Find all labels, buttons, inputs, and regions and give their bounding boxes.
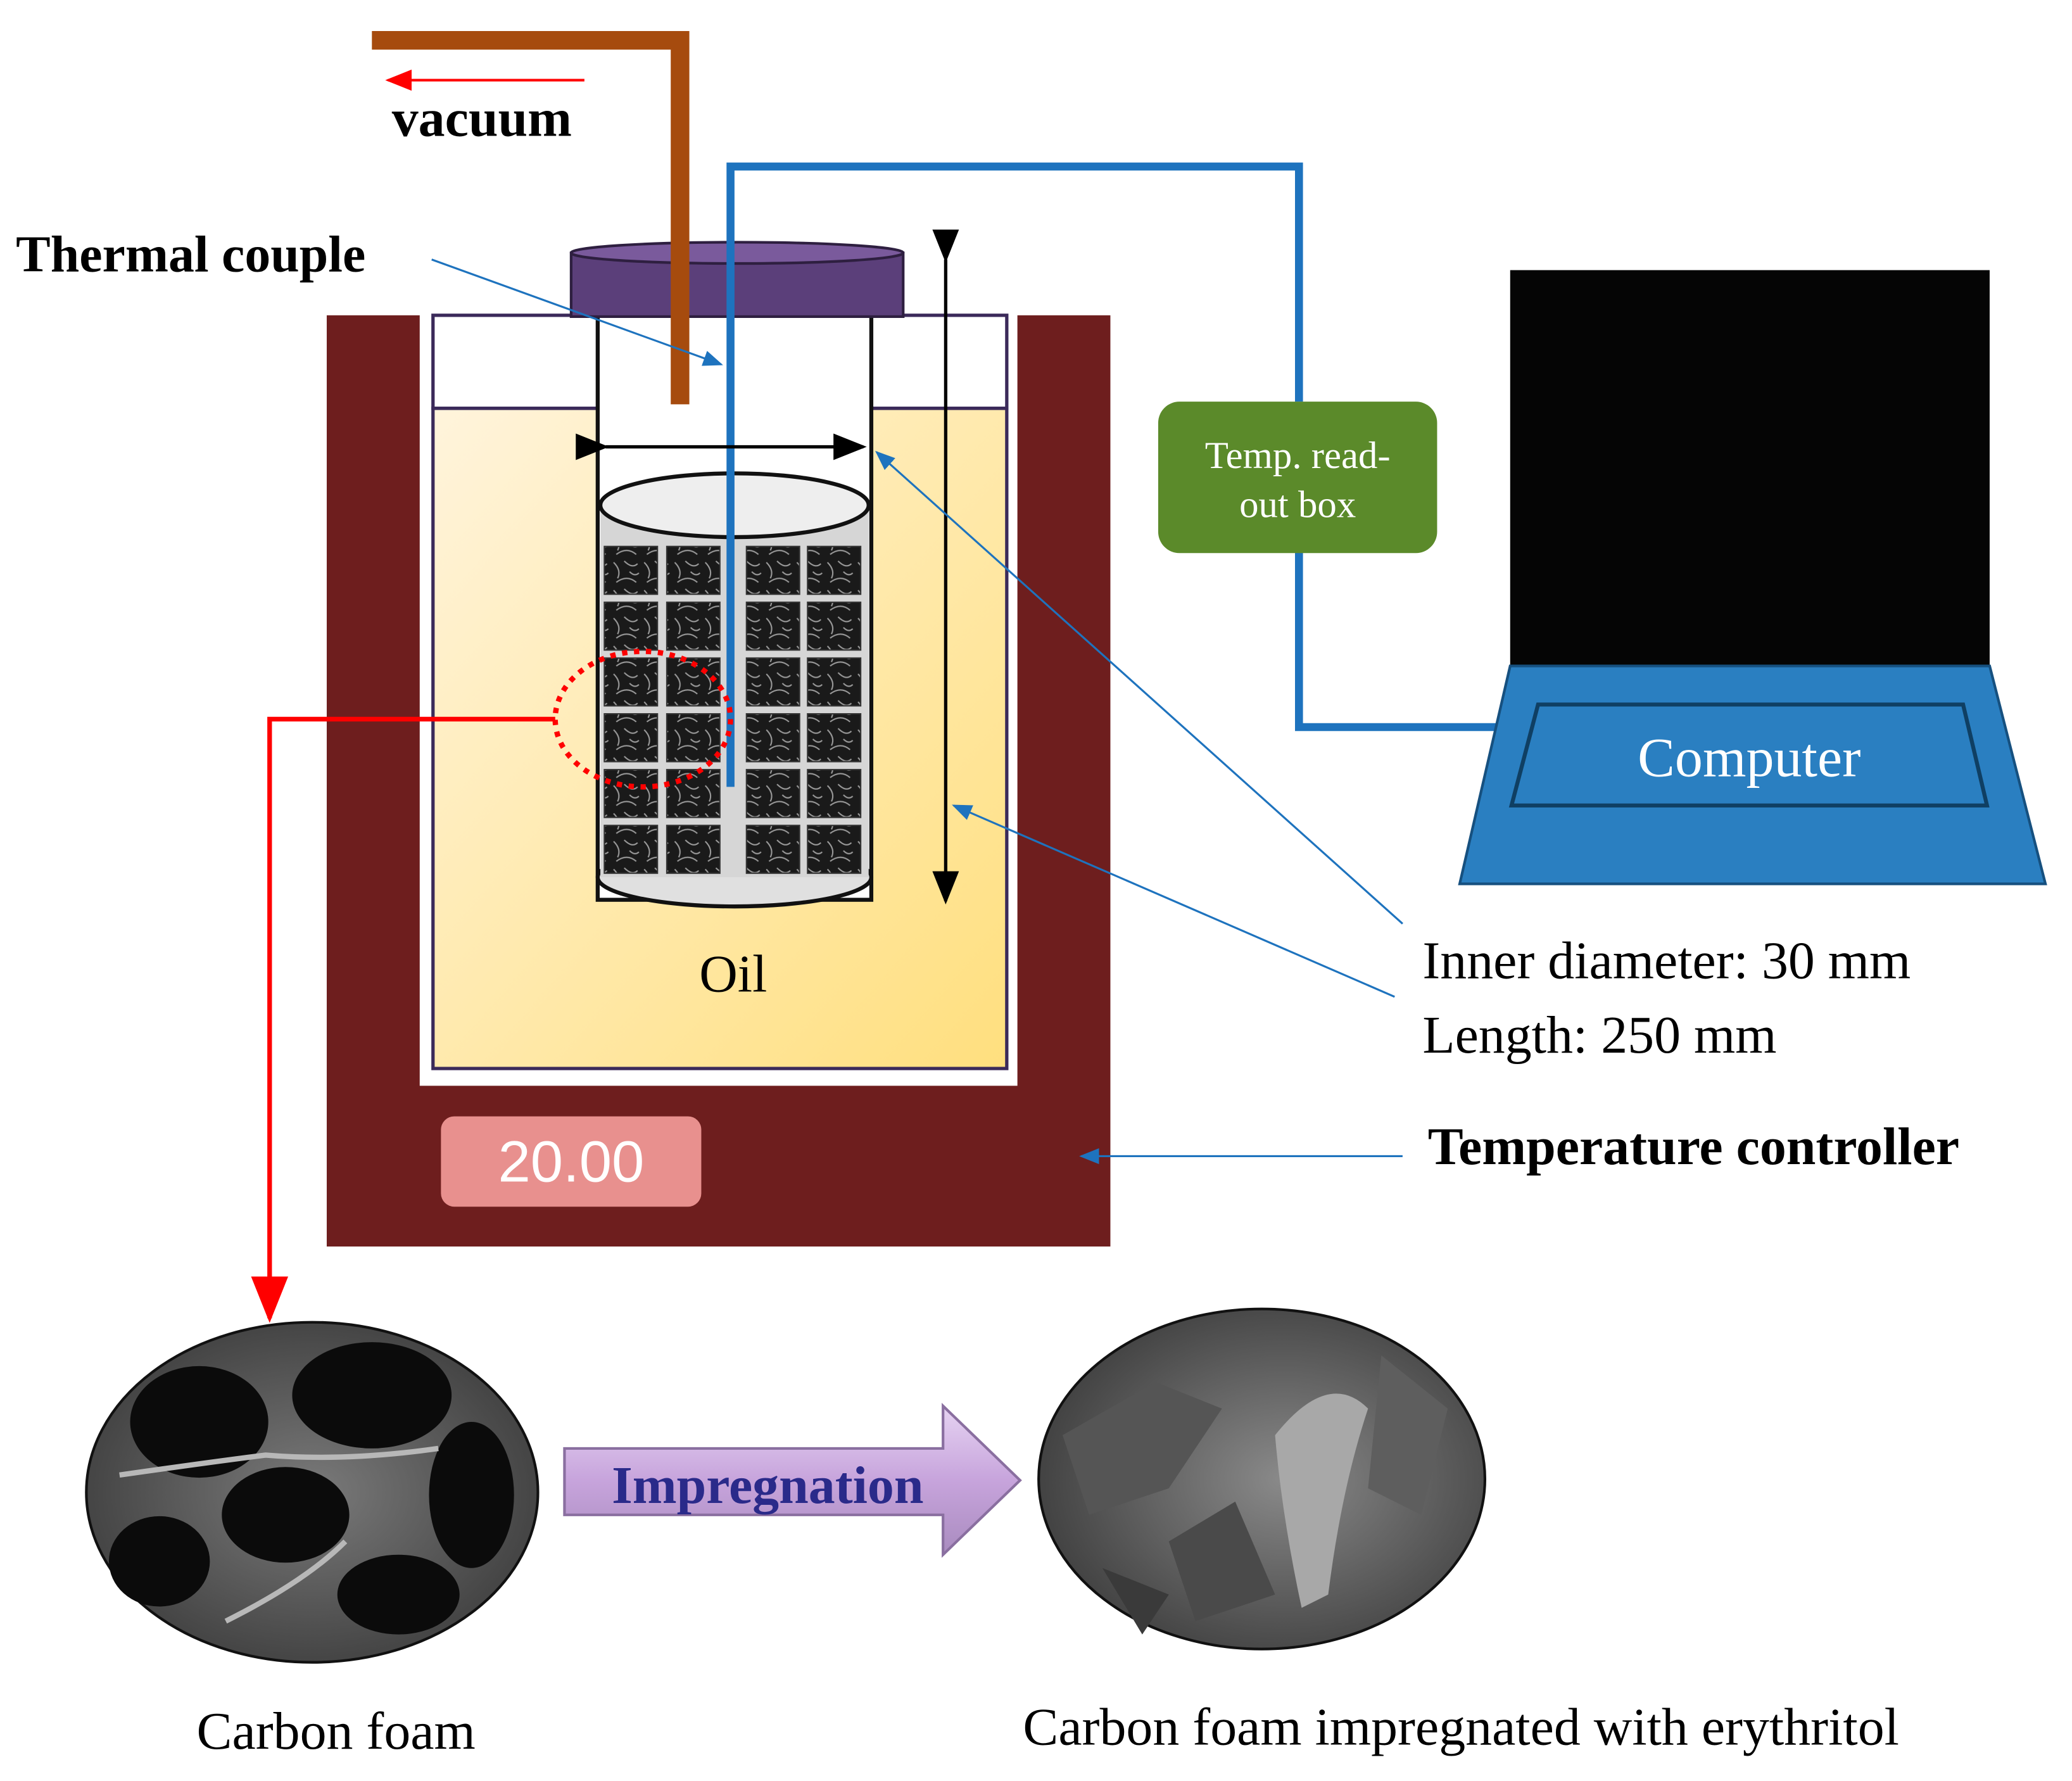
computer-label: Computer	[1638, 728, 1860, 789]
computer-keyboard	[1508, 702, 1990, 808]
computer-screen	[1510, 270, 1990, 666]
zoom-region-circle	[552, 649, 733, 790]
temperature-display-value: 20.00	[498, 1128, 644, 1194]
temperature-display	[441, 1116, 702, 1207]
impregnation-label: Impregnation	[612, 1456, 923, 1515]
impregnation-arrow	[563, 1402, 1022, 1558]
carbon-foam-impregnated-caption: Carbon foam impregnated with erythritol	[1023, 1698, 1899, 1757]
impregnated-foam-sem-image	[1037, 1307, 1487, 1651]
right-arrow-icon	[563, 1402, 1022, 1558]
thermal-couple-pointer	[431, 258, 723, 366]
temp-readout-line2: out box	[1239, 484, 1356, 526]
laptop-icon	[1458, 270, 2047, 885]
length-pointer	[952, 804, 1395, 998]
length-label: Length: 250 mm	[1422, 1006, 1776, 1065]
carbon-foam-blocks	[603, 545, 862, 874]
inner-diameter-pointer	[875, 450, 1403, 925]
temp-readout-line1: Temp. read-	[1205, 434, 1391, 477]
carbon-foam-caption: Carbon foam	[197, 1702, 476, 1761]
temperature-controller-label: Temperature controller	[1428, 1117, 1959, 1176]
inner-diameter-label: Inner diameter: 30 mm	[1422, 931, 1911, 990]
carbon-foam-sem-image	[85, 1321, 540, 1664]
vacuum-label: vacuum	[392, 89, 572, 148]
oil-label: Oil	[699, 944, 767, 1003]
thermocouple-wire	[726, 162, 1303, 787]
vacuum-pipe	[372, 30, 690, 405]
tube-lid-top	[569, 241, 905, 265]
zoom-leader-line	[251, 716, 555, 1323]
thermal-couple-label: Thermal couple	[16, 225, 365, 283]
temp-readout-box	[1158, 402, 1437, 554]
temp-box-to-computer-wire	[1295, 550, 1501, 732]
